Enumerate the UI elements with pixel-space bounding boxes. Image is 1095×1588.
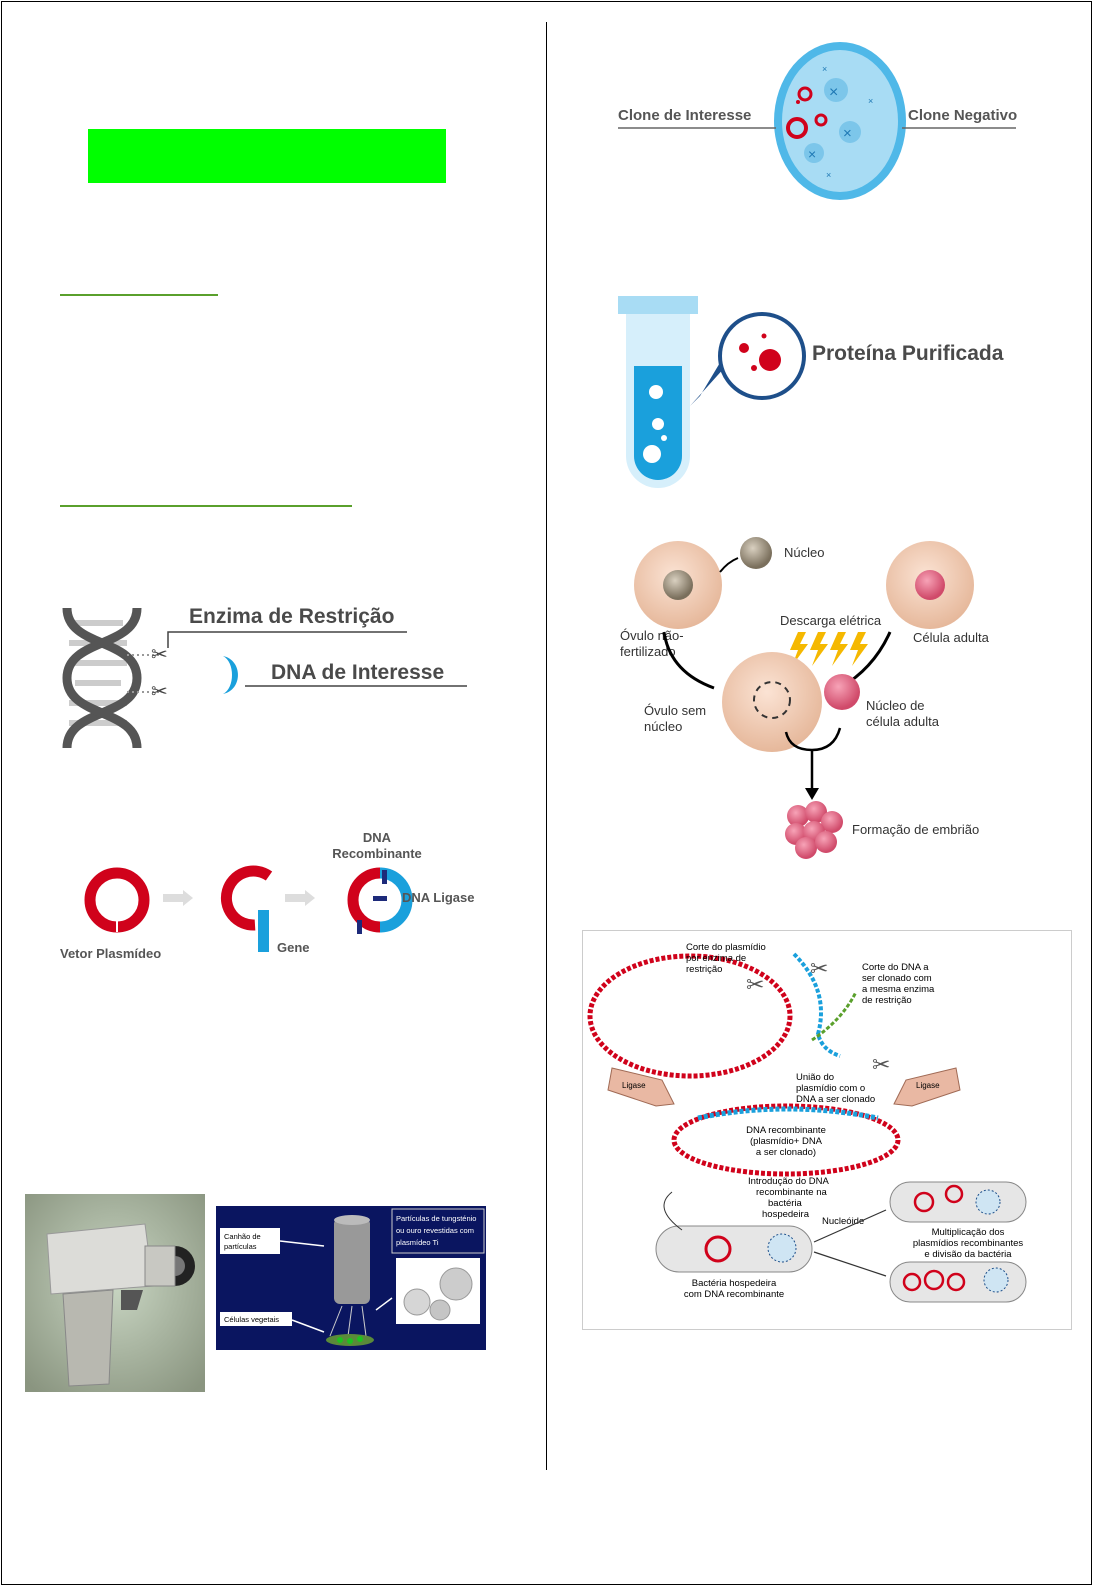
purified-protein-figure: Proteína Purificada (618, 296, 1004, 488)
enzyme-label: Enzima de Restrição (189, 605, 394, 628)
enucleated-label-1: Óvulo sem (644, 703, 706, 718)
clone-interest-label: Clone de Interesse (618, 107, 751, 124)
recombinant-loop (671, 1103, 901, 1177)
section-heading-underline-2 (60, 505, 352, 507)
recomb-3: a ser clonado) (756, 1147, 816, 1158)
recombinant-dna-diagram: ✂ ✂ ✂ Corte do plasmídio por enzima de r… (582, 930, 1072, 1330)
svg-text:×: × (843, 125, 852, 142)
svg-text:×: × (826, 170, 831, 180)
dna-helix-icon (62, 607, 142, 749)
recombinant-plasmid-ring (379, 867, 413, 933)
scissors-icon-2: ✂ (151, 681, 168, 703)
host-1: Bactéria hospedeira (692, 1278, 777, 1289)
mult-3: e divisão da bactéria (924, 1249, 1012, 1260)
gene-segment (258, 910, 269, 952)
host-2: com DNA recombinante (684, 1289, 784, 1300)
cut-plasmid-3: restrição (686, 964, 722, 975)
svg-text:×: × (829, 84, 838, 101)
ligase-tube-left: Ligase (607, 1067, 675, 1107)
cut-dna-4: de restrição (862, 995, 912, 1006)
clone-negative-label: Clone Negativo (908, 107, 1017, 124)
restriction-enzyme-figure: ✂ ✂ Enzima de Restrição DNA de Interesse (62, 605, 467, 749)
particles-label-1: Partículas de tungsténio (396, 1214, 476, 1223)
scissors-icon: ✂ (151, 644, 168, 666)
adult-nucleus-label-2: célula adulta (866, 714, 940, 729)
cut-plasmid-1: Corte do plasmídio (686, 942, 766, 953)
gene-gun-photo (25, 1194, 205, 1392)
intro-3: bactéria (768, 1198, 803, 1209)
ligase-left-label: Ligase (622, 1081, 646, 1090)
recomb-2: (plasmídio+ DNA (750, 1136, 823, 1147)
embryo-label: Formação de embrião (852, 822, 979, 837)
clone-petri-dish-figure: Clone de Interesse Clone Negativo × × × … (618, 42, 1017, 200)
svg-text:×: × (868, 96, 873, 106)
adult-cell-label: Célula adulta (913, 630, 990, 645)
ligase-tube-right: Ligase (893, 1067, 961, 1107)
svg-text:×: × (822, 64, 827, 74)
intro-1: Introdução do DNA (748, 1176, 829, 1187)
nucleoid-label: Nucleóide (822, 1216, 864, 1227)
cut-dna-3: a mesma enzima (862, 984, 935, 995)
scissors-icon-3: ✂ (746, 972, 764, 997)
cut-plasmid-2: por enzima de (686, 953, 746, 964)
colony-red-ring (786, 117, 808, 139)
mult-2: plasmídios recombinantes (913, 1238, 1024, 1249)
adult-nucleus-label-1: Núcleo de (866, 698, 925, 713)
lightning-icon (790, 632, 868, 666)
intro-4: hospedeira (762, 1209, 810, 1220)
plasmid-loop (587, 953, 793, 1079)
column-divider (546, 22, 547, 1470)
cannon-label-2: partículas (224, 1242, 257, 1251)
egg-label-1: Óvulo não- (620, 628, 684, 643)
mult-1: Multiplicação dos (932, 1227, 1005, 1238)
recombinant-label-1: DNA (363, 830, 392, 845)
gene-label: Gene (277, 940, 310, 955)
protein-label: Proteína Purificada (812, 342, 1004, 365)
cut-dna-2: ser clonado com (862, 973, 932, 984)
cannon-label-1: Canhão de (224, 1232, 261, 1241)
ligase-label: DNA Ligase (402, 890, 474, 905)
discharge-label: Descarga elétrica (780, 613, 882, 628)
vector-label: Vetor Plasmídeo (60, 946, 161, 961)
particle-gun-diagram: Canhão de partículas Células vegetais Pa… (216, 1206, 486, 1350)
scissors-icon-5: ✂ (872, 1052, 890, 1077)
union-2: plasmídio com o (796, 1083, 865, 1094)
cells-label: Células vegetais (224, 1315, 279, 1324)
scissors-icon-4: ✂ (810, 956, 828, 981)
union-3: DNA a ser clonado (796, 1094, 875, 1105)
nucleus-label: Núcleo (784, 545, 824, 560)
plasmid-figure: DNA Recombinante DNA Ligase Vetor Plasmí… (60, 830, 474, 961)
section-heading-underline-1 (60, 294, 218, 296)
highlighted-title-block (88, 129, 446, 183)
dna-fragment-icon (223, 656, 238, 694)
particles-label-2: ou ouro revestidas com (396, 1226, 474, 1235)
recomb-1: DNA recombinante (746, 1125, 826, 1136)
particles-label-3: plasmídeo Ti (396, 1238, 439, 1247)
cut-dna-1: Corte do DNA a (862, 962, 929, 973)
cloning-diagram: Núcleo Descarga elétrica Óvulo não- fert… (620, 537, 990, 859)
enucleated-label-2: núcleo (644, 719, 682, 734)
recombinant-label-2: Recombinante (332, 846, 422, 861)
intro-2: recombinante na (756, 1187, 827, 1198)
embryo-cells-icon (785, 801, 843, 859)
dna-interest-label: DNA de Interesse (271, 661, 444, 684)
ligase-right-label: Ligase (916, 1081, 940, 1090)
svg-text:×: × (808, 146, 816, 162)
egg-label-2: fertilizado (620, 644, 676, 659)
union-1: União do (796, 1072, 834, 1083)
cut-plasmid-ring (220, 865, 273, 931)
